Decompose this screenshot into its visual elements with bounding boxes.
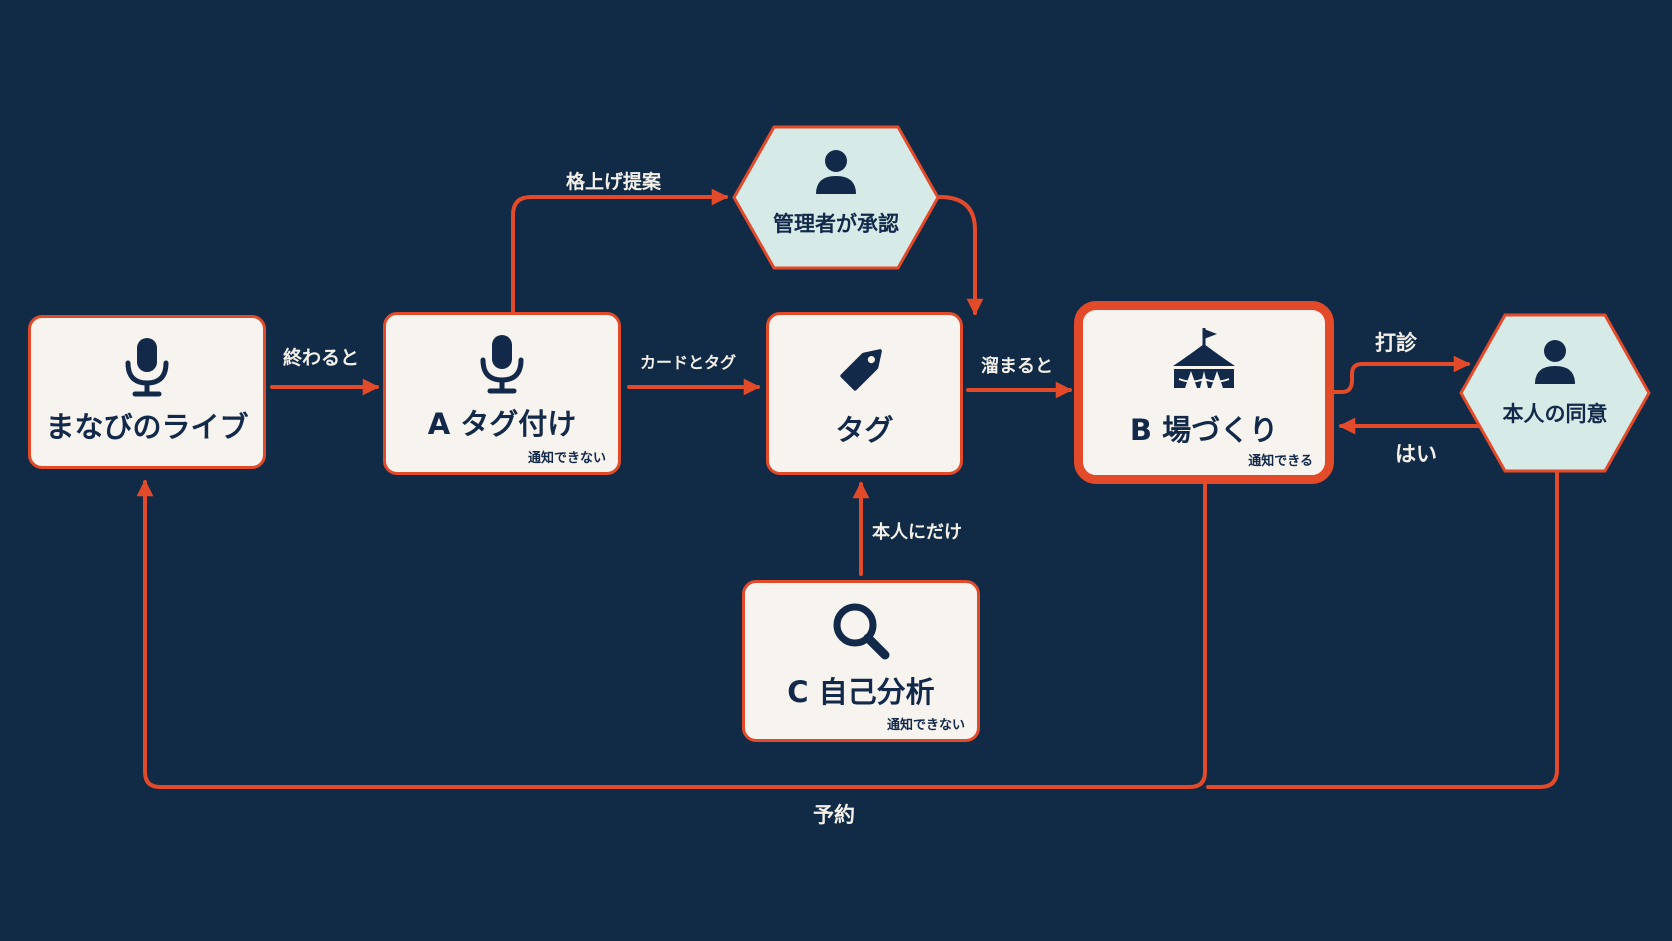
circus-tent-icon (1173, 328, 1235, 388)
hexagon-shape (1459, 313, 1651, 473)
arrow-admin-to-tag (938, 195, 984, 316)
edge-label-reservation: 予約 (813, 803, 855, 827)
magnifier-icon (833, 603, 890, 660)
node-title: A タグ付け (427, 407, 577, 441)
microphone-icon (480, 335, 524, 394)
node-title: B 場づくり (1129, 413, 1279, 447)
node-manabi-live: まなびのライブ (28, 315, 266, 469)
node-title: 本人の同意 (1502, 402, 1608, 426)
node-b-bazukuri: B 場づくり 通知できる (1074, 301, 1334, 484)
edge-label-ends: 終わると (283, 347, 360, 369)
node-note: 通知できる (1248, 454, 1313, 469)
arrow-tagging-to-admin (511, 188, 729, 316)
arrow-bazukuri-to-consent (1331, 355, 1471, 394)
edge-label-upgrade-proposal: 格上げ提案 (566, 171, 662, 193)
node-title: まなびのライブ (45, 410, 249, 444)
edge-label-sounding-out: 打診 (1375, 331, 1417, 355)
node-note: 通知できない (886, 718, 965, 733)
edge-label-yes: はい (1395, 442, 1437, 466)
node-title: 管理者が承認 (773, 212, 899, 236)
line-bazukuri-down (136, 479, 1207, 789)
person-icon (1535, 340, 1575, 384)
node-title: タグ (835, 413, 894, 447)
line-consent-down (1206, 470, 1559, 789)
node-c-self-analysis: C 自己分析 通知できない (742, 580, 980, 742)
edge-label-accumulates: 溜まると (981, 356, 1053, 377)
hex-admin-approval: 管理者が承認 (730, 124, 942, 271)
edge-label-only-self: 本人にだけ (872, 522, 962, 543)
node-note: 通知できない (527, 451, 606, 466)
node-a-tagging: A タグ付け 通知できない (383, 312, 621, 475)
microphone-icon (125, 338, 169, 397)
person-icon (816, 150, 856, 194)
node-tag: タグ (766, 312, 963, 475)
tag-icon (839, 349, 882, 391)
hexagon-shape (732, 125, 940, 270)
hex-person-consent: 本人の同意 (1457, 312, 1653, 474)
node-title: C 自己分析 (787, 675, 935, 709)
edge-label-card-and-tag: カードとタグ (640, 353, 737, 372)
